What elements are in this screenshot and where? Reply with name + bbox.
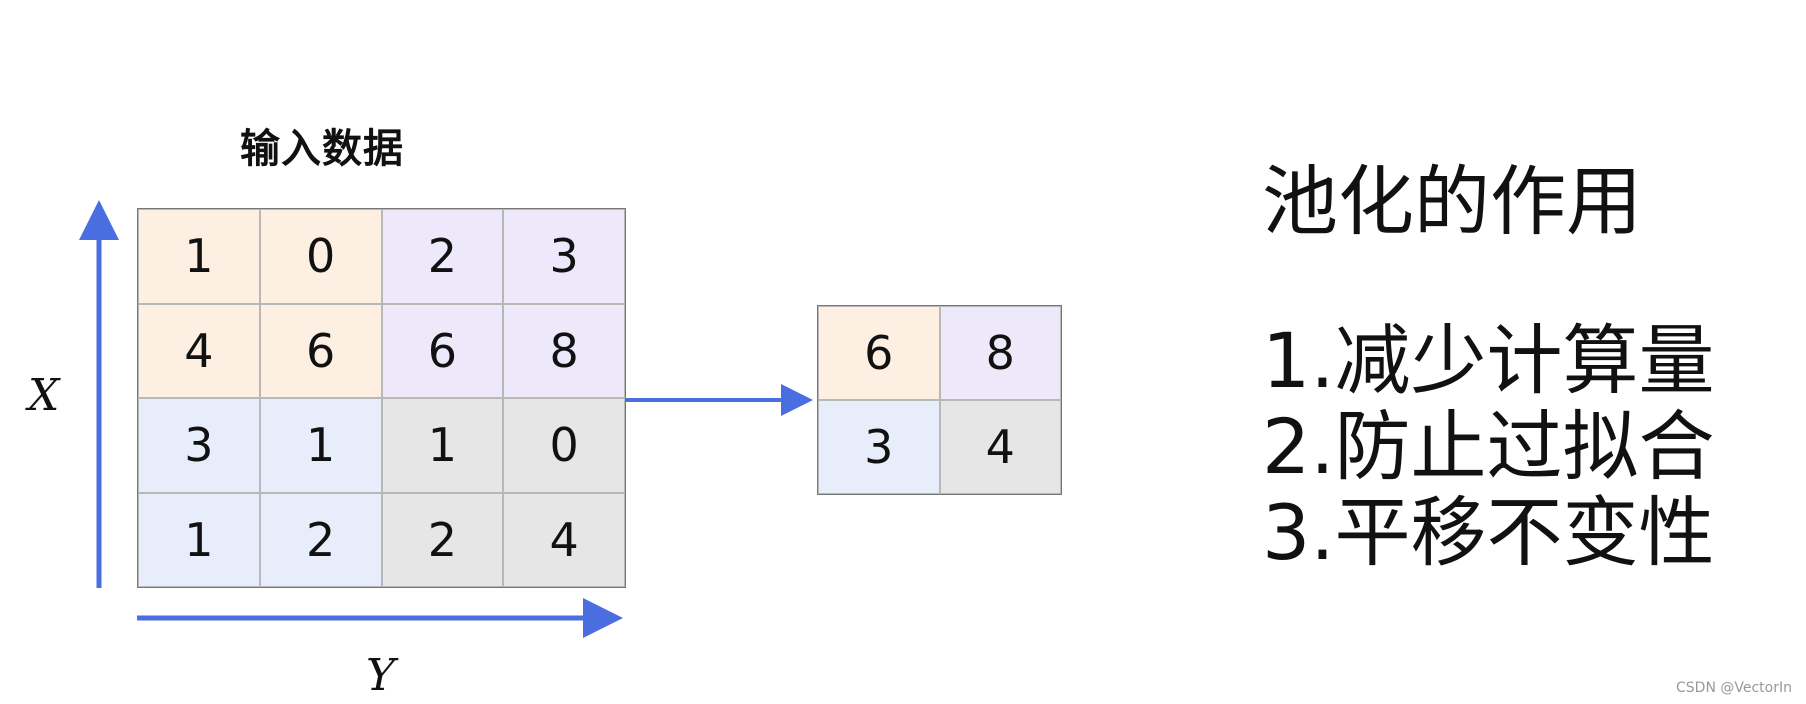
input-cell: 0 [259,209,382,304]
input-cell: 2 [381,209,504,304]
output-cell: 4 [939,400,1061,494]
input-cell: 1 [259,398,382,493]
input-cell: 8 [503,303,625,398]
input-data-title: 输入数据 [240,126,404,172]
purpose-item: 3.平移不变性 [1262,488,1715,577]
input-cell: 1 [138,492,260,587]
pooling-purpose-title: 池化的作用 [1262,157,1642,246]
x-axis-label: X [28,370,60,421]
input-cell: 2 [381,492,504,587]
pooling-purpose-list: 1.减少计算量 2.防止过拟合 3.平移不变性 [1262,318,1715,576]
input-cell: 1 [138,209,260,304]
input-cell: 0 [503,398,625,493]
output-cell: 6 [818,306,940,400]
input-cell: 3 [138,398,260,493]
input-cell: 2 [259,492,382,587]
input-cell: 3 [503,209,625,304]
purpose-item: 1.减少计算量 [1262,316,1715,405]
watermark: CSDN @VectorIn [1676,680,1792,696]
input-cell: 4 [138,303,260,398]
output-cell: 8 [939,306,1061,400]
purpose-item: 2.防止过拟合 [1262,402,1715,491]
output-cell: 3 [818,400,940,494]
input-cell: 6 [381,303,504,398]
y-axis-label: Y [366,650,396,701]
input-cell: 4 [503,492,625,587]
input-cell: 1 [381,398,504,493]
input-cell: 6 [259,303,382,398]
